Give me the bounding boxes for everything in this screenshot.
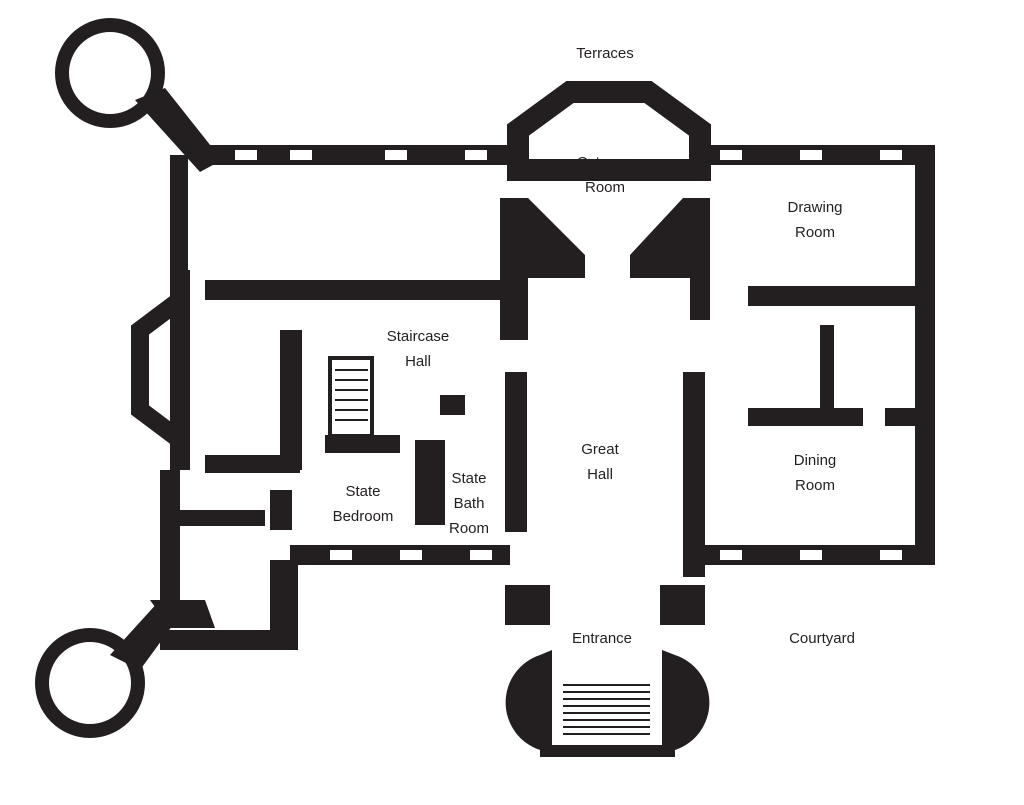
label-octagon-room-line2: Room xyxy=(584,179,625,196)
window xyxy=(720,550,742,560)
label-staircase-hall-line2: Hall xyxy=(405,353,431,370)
label-drawing-room: Drawing Room xyxy=(787,195,842,245)
windows xyxy=(235,150,902,560)
bath-partition-2 xyxy=(440,395,465,415)
label-staircase-hall: Staircase Hall xyxy=(387,324,450,374)
north-wall-west xyxy=(200,145,510,165)
staircase-south-wall xyxy=(205,455,300,473)
label-terraces: Terraces xyxy=(576,41,634,66)
label-state-bedroom-line1: State xyxy=(345,483,381,500)
great-hall-east-wall xyxy=(683,372,705,577)
window xyxy=(290,150,312,160)
gallery-south-wall xyxy=(205,280,515,300)
window xyxy=(400,550,422,560)
tower-lower-left xyxy=(35,628,145,738)
octagon-room-walls xyxy=(507,81,711,181)
label-courtyard: Courtyard xyxy=(789,626,855,651)
porch-east-round xyxy=(662,650,710,750)
dining-divider xyxy=(820,325,834,420)
window xyxy=(800,150,822,160)
porch-west-round xyxy=(505,650,552,750)
label-great-hall-line2: Hall xyxy=(587,466,613,483)
west-wall-mid xyxy=(170,270,190,470)
tower-upper-left xyxy=(55,18,165,128)
bath-partition xyxy=(415,440,445,525)
label-state-bath-room: State Bath Room xyxy=(449,466,489,541)
label-dining-room-line1: Dining xyxy=(793,452,837,469)
connector-lower xyxy=(110,600,175,670)
window xyxy=(330,550,352,560)
pier-east xyxy=(630,198,710,320)
staircase-west-wall xyxy=(280,330,302,470)
label-entrance: Entrance xyxy=(572,626,632,651)
window xyxy=(880,150,902,160)
west-link-wall xyxy=(270,490,292,530)
stair-landing xyxy=(325,435,400,453)
window xyxy=(385,150,407,160)
drawing-room-south-wall xyxy=(748,286,933,306)
label-state-bedroom-line2: Bedroom xyxy=(332,508,394,525)
label-staircase-hall-line1: Staircase xyxy=(386,328,450,345)
porch-west-pier xyxy=(505,585,550,625)
label-drawing-room-line2: Room xyxy=(794,224,835,241)
label-drawing-room-line1: Drawing xyxy=(787,199,843,216)
window xyxy=(800,550,822,560)
porch-front xyxy=(540,745,675,757)
label-state-bedroom: State Bedroom xyxy=(333,479,394,529)
great-hall-west-wall xyxy=(505,372,527,532)
west-wall-lower xyxy=(160,470,180,610)
label-octagon-room: Octagon Room xyxy=(577,150,634,200)
label-dining-room: Dining Room xyxy=(794,448,837,498)
label-state-bath-room-line1: State xyxy=(451,470,487,487)
dining-room-north-wall xyxy=(748,408,863,426)
window xyxy=(880,550,902,560)
label-state-bath-room-line2: Bath xyxy=(453,495,485,512)
south-west-base xyxy=(160,630,295,650)
window xyxy=(235,150,257,160)
stair-treads xyxy=(335,369,650,735)
west-wall-upper xyxy=(170,155,188,275)
label-entrance-text: Entrance xyxy=(571,630,633,647)
label-octagon-room-line1: Octagon xyxy=(576,154,634,171)
label-courtyard-text: Courtyard xyxy=(789,630,855,647)
window xyxy=(470,550,492,560)
label-great-hall-line1: Great xyxy=(581,441,619,458)
label-great-hall: Great Hall xyxy=(581,437,619,487)
porch-east-pier xyxy=(660,585,705,625)
window xyxy=(720,150,742,160)
label-state-bath-room-line3: Room xyxy=(448,520,490,537)
east-wall xyxy=(915,145,935,565)
label-dining-room-line2: Room xyxy=(794,477,835,494)
west-stair-wall xyxy=(175,510,265,526)
pier-west xyxy=(500,198,585,340)
walls xyxy=(35,18,935,757)
label-terraces-text: Terraces xyxy=(576,45,634,62)
dining-room-north-wall-2 xyxy=(885,408,930,426)
window xyxy=(465,150,487,160)
